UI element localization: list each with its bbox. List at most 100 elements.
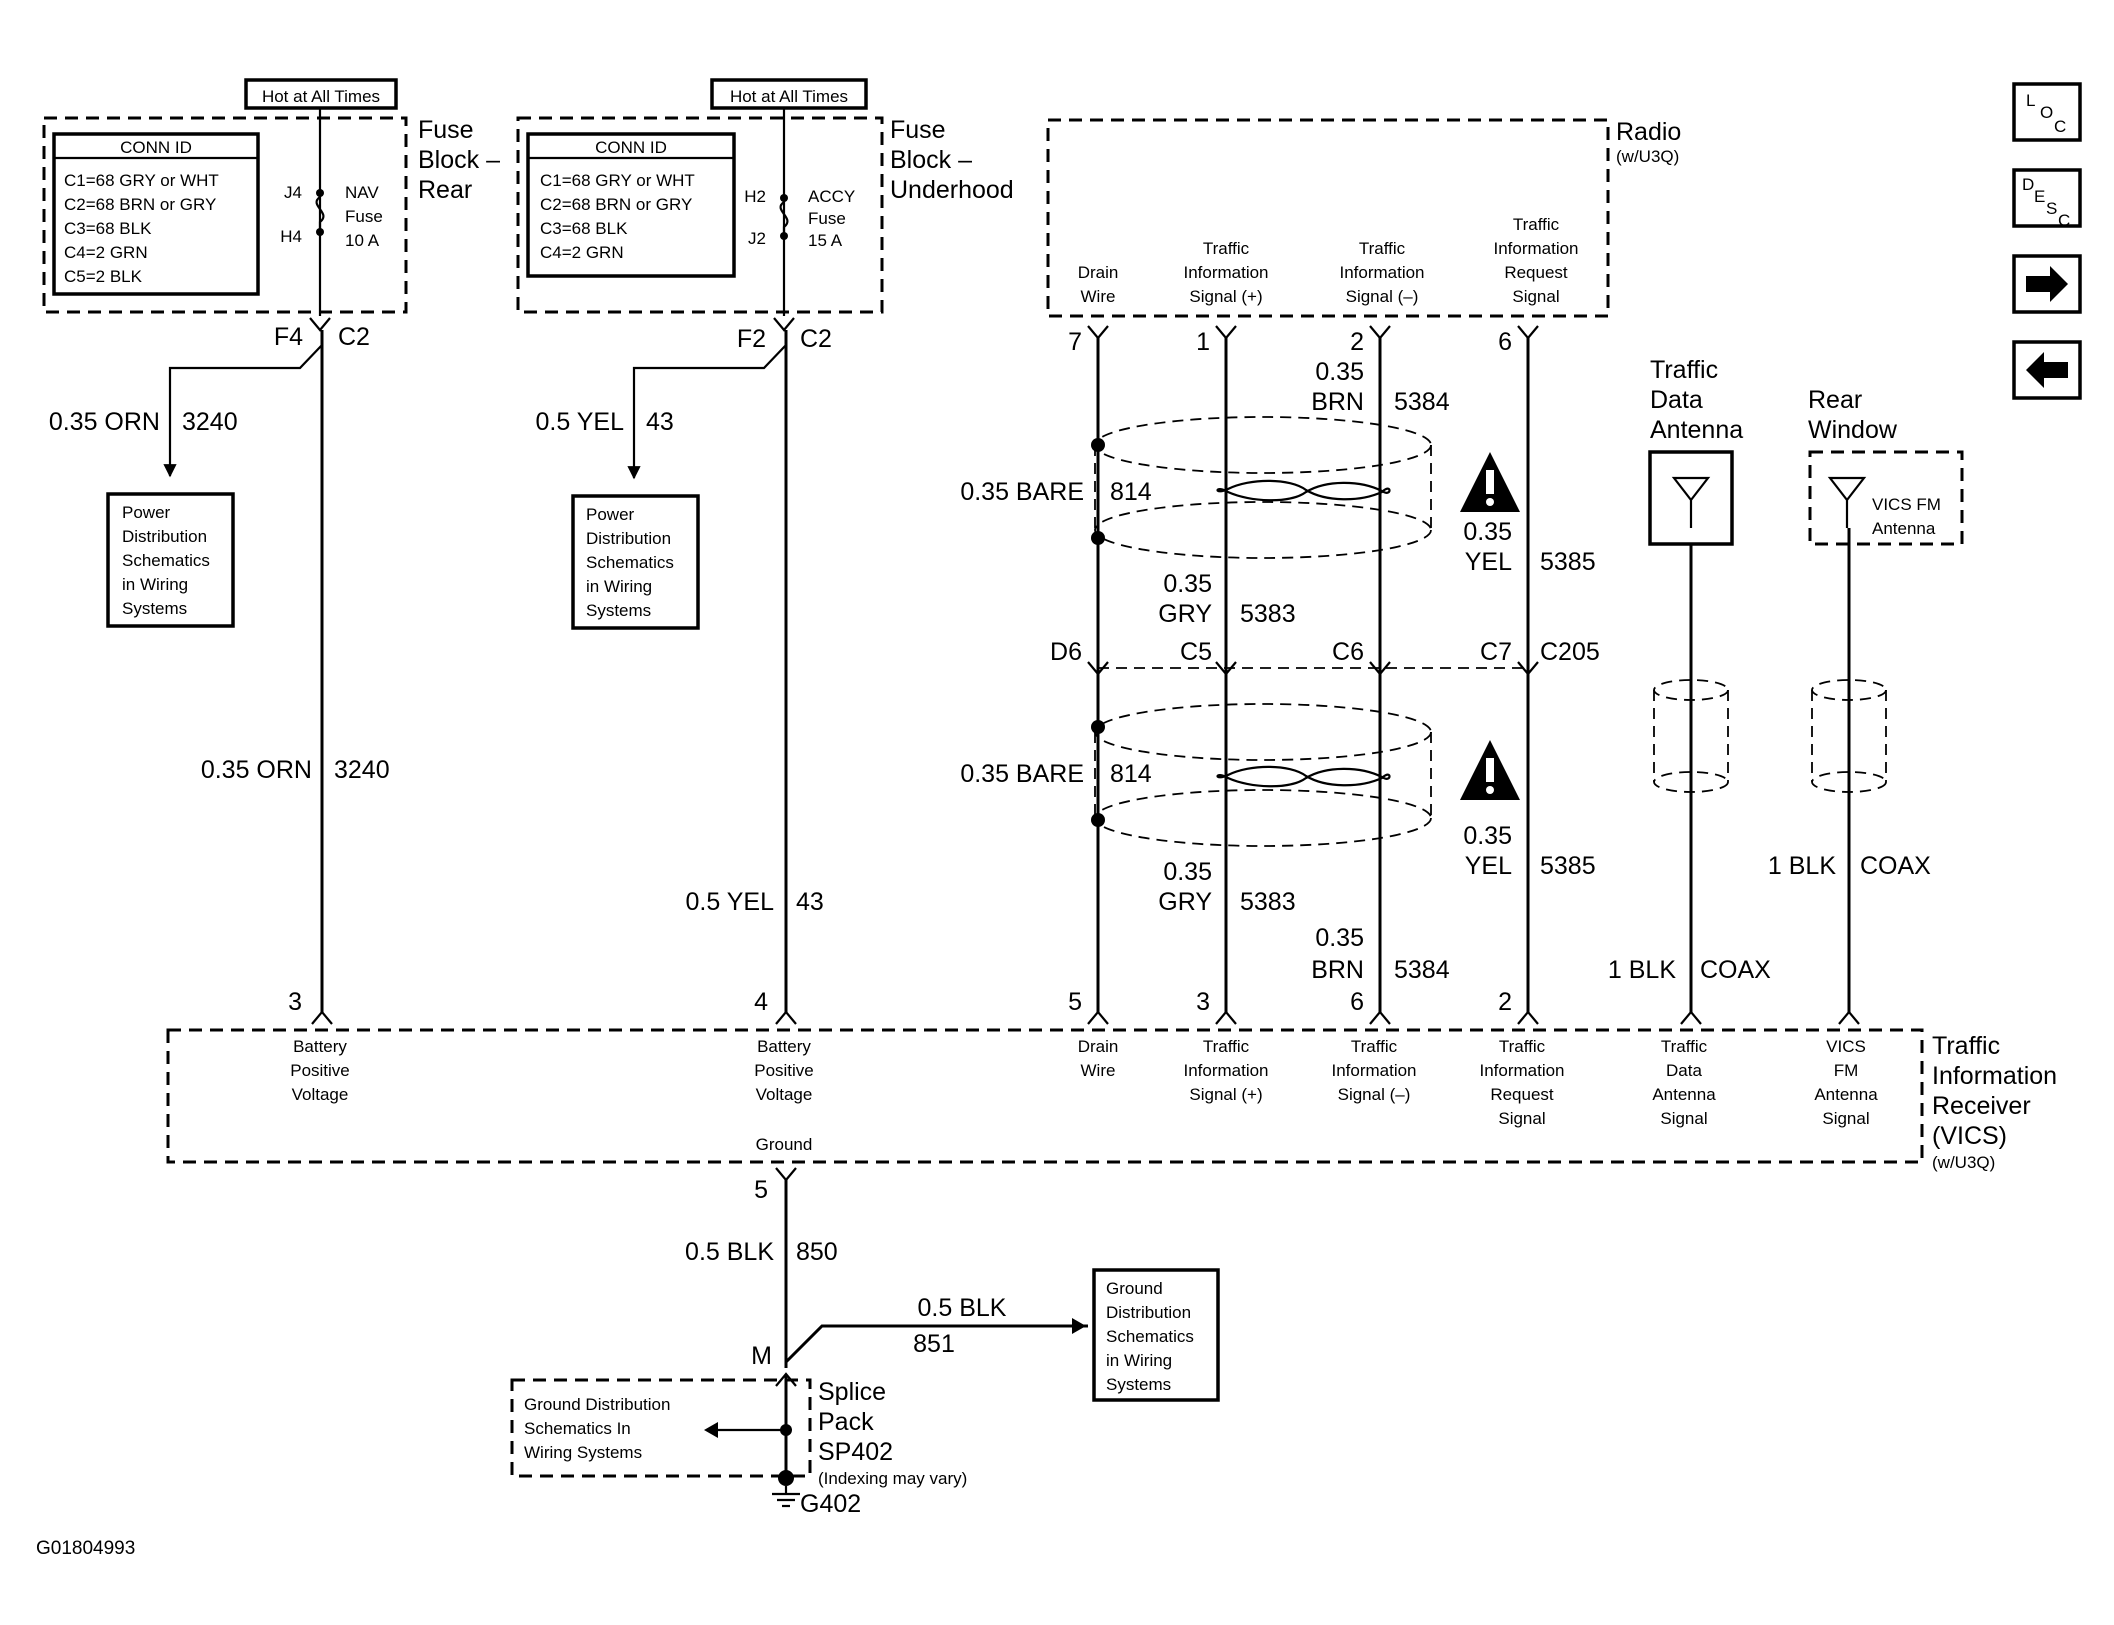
wire-gauge: 0.35 <box>1315 924 1364 952</box>
traffic-information-receiver: Traffic Information Receiver (VICS) (w/U… <box>166 988 2057 1204</box>
desc-letter: C <box>2058 211 2070 230</box>
circuit-number: 5384 <box>1394 388 1450 416</box>
circuit-number: 5385 <box>1540 852 1596 880</box>
fuse-block-name: Rear <box>418 176 472 204</box>
arrow-left-icon <box>2026 352 2068 388</box>
receiver-pin-desc: Signal (–) <box>1338 1085 1411 1104</box>
antenna-icon <box>1671 476 1711 528</box>
fuse-block-name: Block – <box>418 146 500 174</box>
hot-at-all-times-label-box <box>710 78 868 110</box>
ground-wire-851 <box>784 1324 1088 1364</box>
conn-id-line: C2=68 BRN or GRY <box>540 195 692 214</box>
receiver-name: Receiver <box>1932 1092 2031 1120</box>
wire-color: BRN <box>1311 956 1364 984</box>
wire-gauge: 0.35 <box>1463 822 1512 850</box>
receiver-pin-desc: Request <box>1490 1085 1554 1104</box>
gd-box-line: Ground Distribution <box>524 1395 670 1414</box>
radio-pin-desc: Signal (–) <box>1346 287 1419 306</box>
radio-pin-number: 6 <box>1498 328 1512 356</box>
radio-pin-desc: Traffic <box>1203 239 1250 258</box>
wire-color: 0.5 YEL <box>685 888 774 916</box>
hot-at-all-times-label: Hot at All Times <box>262 87 380 106</box>
figure-id: G01804993 <box>36 1538 135 1559</box>
ground-distribution-ref-box <box>1092 1268 1220 1402</box>
terminal-label: F4 <box>274 323 303 351</box>
desc-letter: D <box>2022 175 2034 194</box>
fuse-pin-out: J2 <box>748 229 766 248</box>
conn-id-title: CONN ID <box>120 138 192 157</box>
wire-color: GRY <box>1158 888 1212 916</box>
twisted-pair-icon <box>1216 765 1391 788</box>
circuit-number: 814 <box>1110 478 1152 506</box>
arrow-icon <box>704 1422 718 1438</box>
desc-letter: E <box>2034 187 2045 206</box>
receiver-pin-desc: Battery <box>293 1037 347 1056</box>
radio-pin-desc: Signal <box>1512 287 1559 306</box>
ref-box-line: Systems <box>1106 1375 1171 1394</box>
branch-circuit: 43 <box>646 408 674 436</box>
wire-color: 0.5 BLK <box>685 1238 774 1266</box>
receiver-pin-desc: Traffic <box>1499 1037 1546 1056</box>
connector-terminal-icon <box>775 1372 797 1387</box>
receiver-pin-number: 4 <box>754 988 768 1016</box>
connector-terminal-icon <box>1369 325 1391 340</box>
ground-id: G402 <box>800 1490 861 1518</box>
branch-wire-43 <box>627 344 787 480</box>
radio-pin-desc: Information <box>1339 263 1424 282</box>
wire-color: BRN <box>1311 388 1364 416</box>
ref-box-line: Systems <box>122 599 187 618</box>
connector-terminal-icon <box>1838 1010 1860 1025</box>
rear-window-antenna: Rear Window VICS FM Antenna 1 BLK COAX <box>1768 386 1964 1012</box>
circuit-number: COAX <box>1860 852 1931 880</box>
receiver-pin-desc: FM <box>1834 1061 1859 1080</box>
ref-box-line: in Wiring <box>122 575 188 594</box>
connector-label: C2 <box>800 325 832 353</box>
connector-terminal-icon <box>309 317 331 332</box>
receiver-pin-desc: Signal <box>1822 1109 1869 1128</box>
loc-button[interactable]: L O C <box>2012 82 2082 142</box>
fuse-icon <box>315 196 325 228</box>
circuit-number: 5384 <box>1394 956 1450 984</box>
desc-letter: S <box>2046 199 2057 218</box>
wire-color: 1 BLK <box>1608 956 1676 984</box>
next-button[interactable] <box>2012 254 2082 314</box>
antenna-title: Data <box>1650 386 1703 414</box>
wire-color: GRY <box>1158 600 1212 628</box>
wire-color: 0.35 ORN <box>201 756 312 784</box>
radio: Radio (w/U3Q) Drain Wire Traffic Informa… <box>1046 118 1681 356</box>
branch-wire-3240 <box>163 344 323 478</box>
wire-color: 0.35 BARE <box>960 478 1084 506</box>
ref-box-line: in Wiring <box>586 577 652 596</box>
gd-box-line: Schematics In <box>524 1419 631 1438</box>
radio-pin-desc: Drain <box>1078 263 1119 282</box>
ref-box-line: Distribution <box>122 527 207 546</box>
splice-node-label: M <box>751 1342 772 1370</box>
connector-terminal-icon <box>1517 661 1539 676</box>
radio-pin-number: 2 <box>1350 328 1364 356</box>
receiver-pin-desc: Information <box>1331 1061 1416 1080</box>
prev-button[interactable] <box>2012 340 2082 400</box>
ref-box-line: Systems <box>586 601 651 620</box>
receiver-pin-number: 6 <box>1350 988 1364 1016</box>
connector-terminal-icon <box>773 317 795 332</box>
receiver-pin-desc: Signal <box>1498 1109 1545 1128</box>
fuse-pin-in: J4 <box>284 183 302 202</box>
desc-button[interactable]: D E S C <box>2012 168 2082 230</box>
splice-pack-label: Pack <box>818 1408 874 1436</box>
circuit-number: 5385 <box>1540 548 1596 576</box>
loc-letter: C <box>2054 117 2066 136</box>
fuse-label: 10 A <box>345 231 380 250</box>
ref-box-line: Schematics <box>1106 1327 1194 1346</box>
receiver-pin-desc: Data <box>1666 1061 1702 1080</box>
radio-pin-desc: Request <box>1504 263 1568 282</box>
connector-terminal-icon <box>1215 1010 1237 1025</box>
circuit-number: 5383 <box>1240 888 1296 916</box>
radio-outline <box>1046 118 1610 318</box>
fuse-block-underhood-outline <box>516 116 884 314</box>
hot-at-all-times-label: Hot at All Times <box>730 87 848 106</box>
conn-id-line: C1=68 GRY or WHT <box>64 171 219 190</box>
conn-id-line: C4=2 GRN <box>540 243 624 262</box>
loc-letter: L <box>2026 91 2035 110</box>
conn-id-line: C2=68 BRN or GRY <box>64 195 216 214</box>
